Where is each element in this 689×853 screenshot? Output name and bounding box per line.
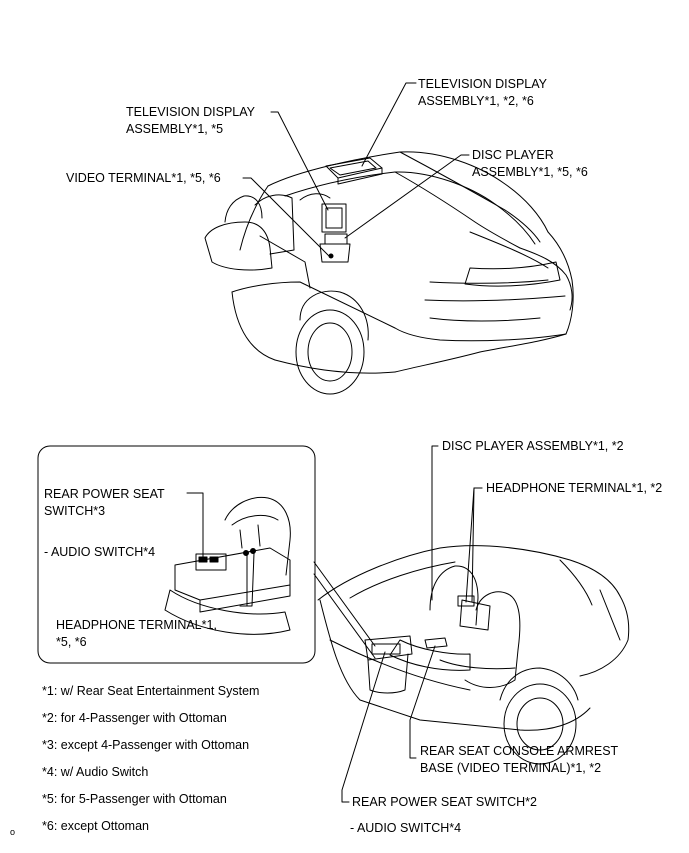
- tv-display-roof-line2: ASSEMBLY*1, *2, *6: [418, 94, 534, 108]
- armrest-base-line2: BASE (VIDEO TERMINAL)*1, *2: [420, 761, 602, 775]
- inset-detail-box: [37, 445, 316, 664]
- tv-display-roof-label: TELEVISION DISPLAY ASSEMBLY*1, *2, *6: [418, 76, 547, 110]
- tv-display-roof-line1: TELEVISION DISPLAY: [418, 77, 547, 91]
- top-leader-lines: [242, 82, 470, 257]
- disc-player-label: DISC PLAYER ASSEMBLY*1, *2: [442, 439, 624, 453]
- bottom-leader-lines: [313, 445, 483, 803]
- note-3: *3: except 4-Passenger with Ottoman: [42, 738, 250, 752]
- bottom-car-illustration: [317, 545, 630, 765]
- tv-display-console-line1: TELEVISION DISPLAY: [126, 105, 255, 119]
- note-5: *5: for 5-Passenger with Ottoman: [42, 792, 227, 806]
- note-6: *6: except Ottoman: [42, 819, 150, 833]
- power-seat-switch-label: REAR POWER SEAT SWITCH*2: [352, 795, 537, 809]
- top-car-illustration: [204, 151, 574, 395]
- inset-power-seat-switch-line1: REAR POWER SEAT: [44, 487, 165, 501]
- figure-id: o: [10, 827, 16, 837]
- headphone-terminal-label: HEADPHONE TERMINAL*1, *2: [486, 481, 663, 495]
- inset-power-seat-switch-line2: SWITCH*3: [44, 504, 106, 518]
- inset-headphone-terminal-label: HEADPHONE TERMINAL*1, *5, *6: [56, 617, 217, 651]
- audio-switch-label: - AUDIO SWITCH*4: [350, 821, 462, 835]
- inset-headphone-terminal-line1: HEADPHONE TERMINAL*1,: [56, 618, 217, 632]
- inset-power-seat-switch-label: REAR POWER SEAT SWITCH*3: [44, 486, 165, 520]
- note-1: *1: w/ Rear Seat Entertainment System: [42, 684, 260, 698]
- armrest-base-line1: REAR SEAT CONSOLE ARMREST: [420, 744, 619, 758]
- tv-display-console-label: TELEVISION DISPLAY ASSEMBLY*1, *5: [126, 104, 255, 138]
- note-4: *4: w/ Audio Switch: [42, 765, 149, 779]
- inset-headphone-terminal-line2: *5, *6: [56, 635, 87, 649]
- note-2: *2: for 4-Passenger with Ottoman: [42, 711, 227, 725]
- disc-player-console-line2: ASSEMBLY*1, *5, *6: [472, 165, 588, 179]
- disc-player-console-line1: DISC PLAYER: [472, 148, 554, 162]
- tv-display-console-line2: ASSEMBLY*1, *5: [126, 122, 224, 136]
- video-terminal-label: VIDEO TERMINAL*1, *5, *6: [66, 171, 221, 185]
- inset-audio-switch-label: - AUDIO SWITCH*4: [44, 545, 156, 559]
- disc-player-console-label: DISC PLAYER ASSEMBLY*1, *5, *6: [472, 147, 588, 181]
- armrest-base-label: REAR SEAT CONSOLE ARMREST BASE (VIDEO TE…: [420, 743, 618, 777]
